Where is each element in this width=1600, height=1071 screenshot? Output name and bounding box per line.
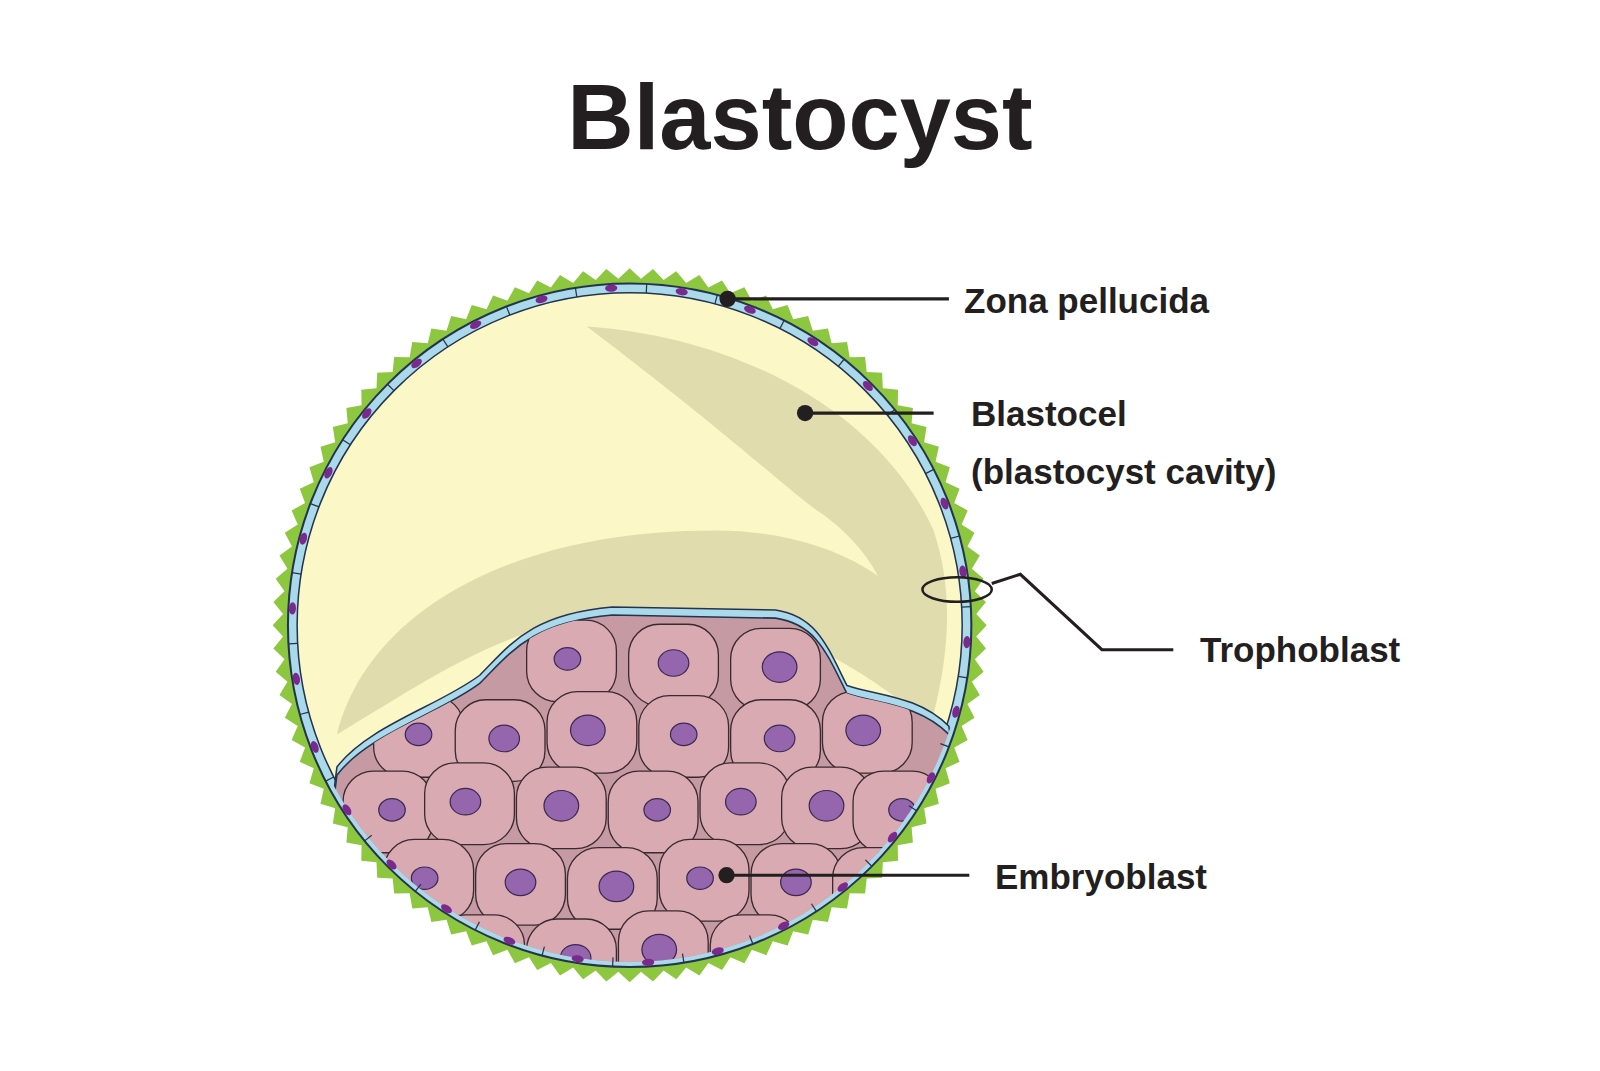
part-label: Trophoblast: [1200, 628, 1500, 672]
embryoblast-mass: [306, 615, 979, 1020]
leader-dots: [718, 291, 813, 884]
trophoblast-cover: [306, 607, 979, 1012]
cavity-shading: [337, 326, 947, 734]
leader-lines: [727, 299, 1174, 875]
part-label: Embryoblast: [995, 855, 1315, 899]
diagram-title: Blastocyst: [0, 62, 1600, 172]
trophoblast-cells: [288, 284, 970, 967]
embryoblast-cells: [343, 620, 943, 1000]
part-label: Blastocel (blastocyst cavity): [971, 385, 1301, 501]
part-label: Zona pellucida: [964, 279, 1324, 323]
